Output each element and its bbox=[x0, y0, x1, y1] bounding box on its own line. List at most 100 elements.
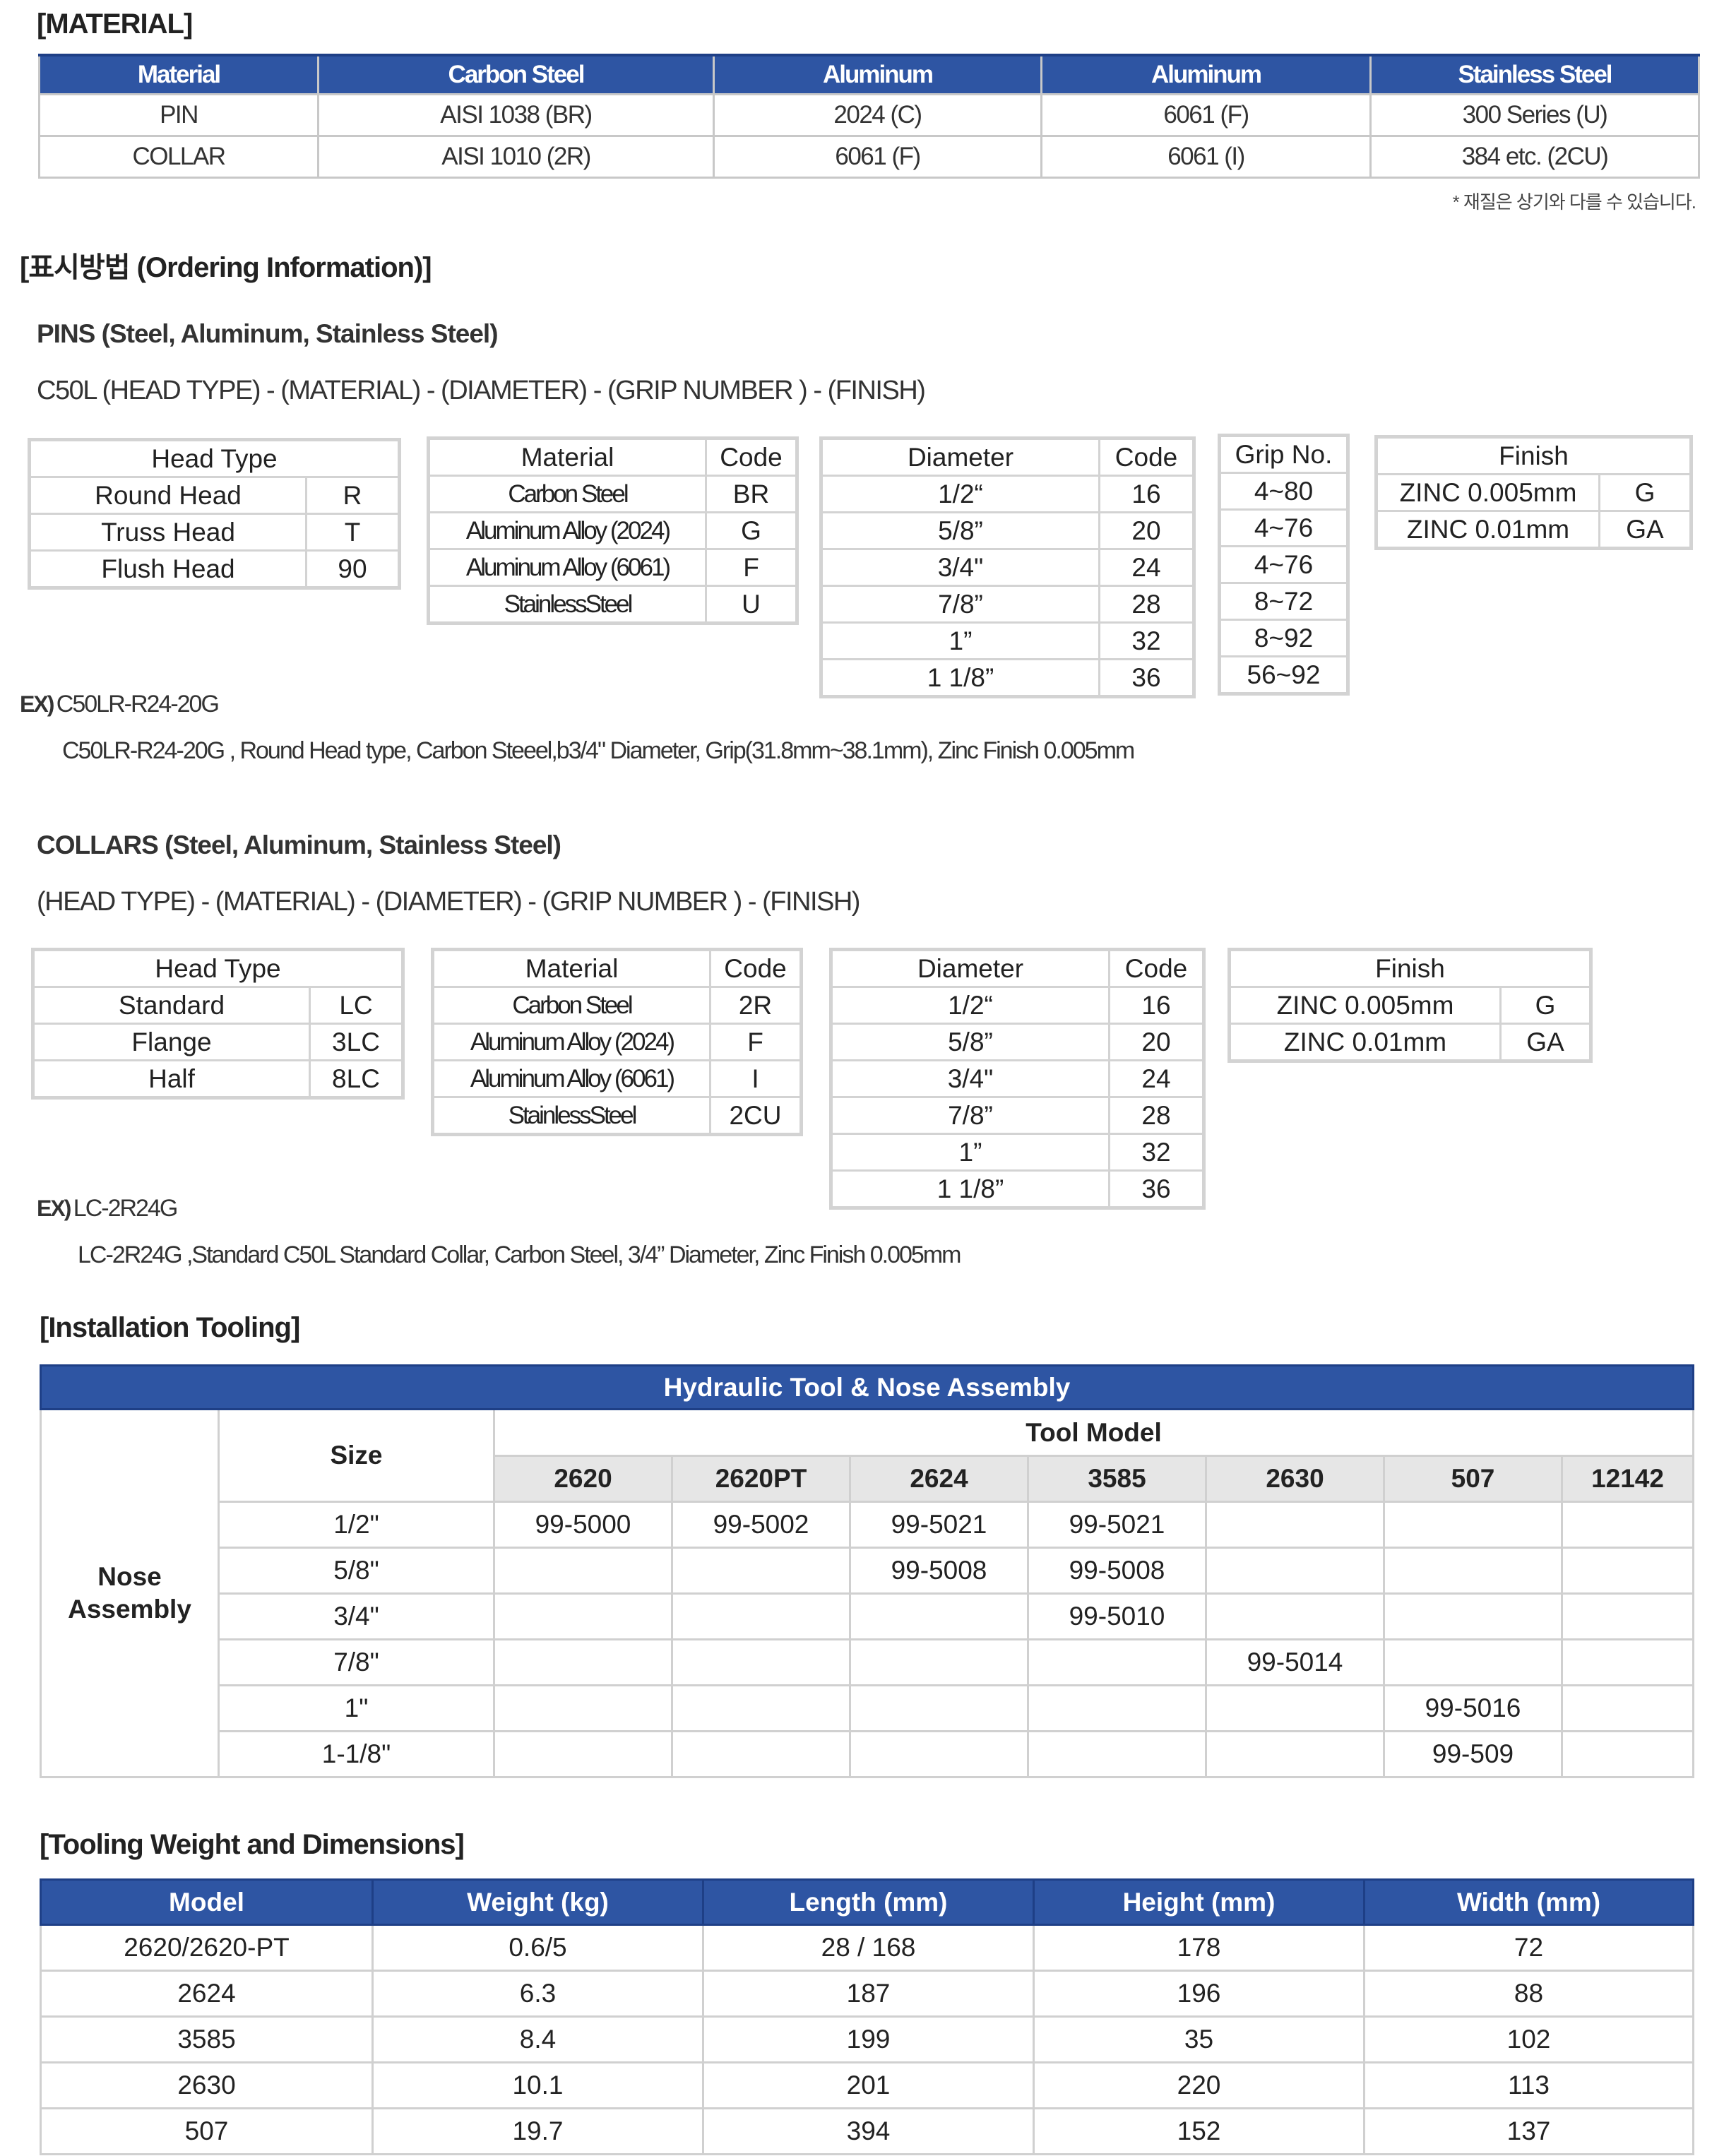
table-cell bbox=[1560, 1684, 1695, 1732]
table-cell: 99-5010 bbox=[1027, 1592, 1207, 1640]
header-cell: Model bbox=[40, 1878, 374, 1926]
table-cell: F bbox=[705, 548, 798, 587]
table-cell: 20 bbox=[1098, 511, 1195, 550]
table-cell: Aluminum Alloy (2024) bbox=[432, 1023, 711, 1061]
table-header: Head Type bbox=[28, 439, 400, 478]
table-cell bbox=[671, 1684, 851, 1732]
table-row: PIN AISI 1038 (BR) 2024 (C) 6061 (F) 300… bbox=[38, 93, 1700, 137]
table-cell bbox=[1205, 1547, 1385, 1595]
collars-example-code: LC-2R24G bbox=[73, 1195, 179, 1222]
tooling-weight-table: Model Weight (kg) Length (mm) Height (mm… bbox=[40, 1878, 1694, 2155]
table-row: 4~76 bbox=[1218, 545, 1349, 584]
table-row: 8~72 bbox=[1218, 582, 1349, 621]
table-cell bbox=[493, 1638, 673, 1686]
table-cell: 201 bbox=[702, 2061, 1035, 2109]
table-cell: 6.3 bbox=[371, 1970, 704, 2018]
material-table-header: Material Carbon Steel Aluminum Aluminum … bbox=[38, 54, 1700, 95]
header-cell: Weight (kg) bbox=[371, 1878, 704, 1926]
table-cell: 8LC bbox=[309, 1059, 404, 1099]
size-cell: 7/8" bbox=[218, 1638, 495, 1686]
table-row: 1 1/8”36 bbox=[820, 658, 1195, 698]
table-cell: 5/8” bbox=[830, 1023, 1110, 1061]
collars-title: COLLARS (Steel, Aluminum, Stainless Stee… bbox=[37, 830, 561, 859]
table-cell: 16 bbox=[1108, 986, 1205, 1025]
table-header: Diameter bbox=[820, 437, 1100, 477]
table-cell bbox=[1383, 1501, 1563, 1549]
table-cell: 394 bbox=[702, 2107, 1035, 2155]
weights-header-row: Model Weight (kg) Length (mm) Height (mm… bbox=[40, 1878, 1694, 1926]
table-cell: 2630 bbox=[40, 2061, 374, 2109]
table-row: Aluminum Alloy (6061)F bbox=[427, 548, 798, 587]
table-cell bbox=[1383, 1638, 1563, 1686]
table-row: 8~92 bbox=[1218, 619, 1349, 657]
table-cell: 7/8” bbox=[820, 585, 1100, 624]
table-cell: Half bbox=[32, 1059, 311, 1099]
table-cell: StainlessSteel bbox=[432, 1096, 711, 1136]
table-cell bbox=[1027, 1730, 1207, 1778]
table-cell: 152 bbox=[1033, 2107, 1365, 2155]
table-cell bbox=[671, 1638, 851, 1686]
table-row: 1/2" 99-5000 99-5002 99-5021 99-5021 bbox=[41, 1501, 1695, 1549]
table-cell bbox=[493, 1684, 673, 1732]
table-cell: ZINC 0.01mm bbox=[1228, 1023, 1502, 1062]
table-row: 1/2“16 bbox=[820, 475, 1195, 513]
table-cell: StainlessSteel bbox=[427, 585, 707, 624]
table-cell bbox=[1027, 1684, 1207, 1732]
table-cell: ZINC 0.005mm bbox=[1228, 986, 1502, 1025]
pins-code-format: C50L (HEAD TYPE) - (MATERIAL) - (DIAMETE… bbox=[37, 376, 926, 405]
table-cell: 1 1/8” bbox=[820, 658, 1100, 698]
table-cell: 90 bbox=[305, 549, 400, 589]
pins-title: PINS (Steel, Aluminum, Stainless Steel) bbox=[37, 319, 499, 348]
model-header-row: 2620 2620PT 2624 3585 2630 507 12142 bbox=[41, 1455, 1695, 1503]
table-cell: 99-5000 bbox=[493, 1501, 673, 1549]
table-row: 5/8" 99-5008 99-5008 bbox=[41, 1547, 1695, 1595]
table-row: 1-1/8" 99-509 bbox=[41, 1730, 1695, 1778]
table-cell: 88 bbox=[1363, 1970, 1694, 2018]
table-cell bbox=[671, 1730, 851, 1778]
table-row: 4~76 bbox=[1218, 508, 1349, 547]
size-cell: 1/2" bbox=[218, 1501, 495, 1549]
table-header: Material bbox=[432, 948, 711, 988]
table-cell: 3/4" bbox=[820, 548, 1100, 587]
table-header: Finish bbox=[1374, 436, 1693, 475]
table-cell: 7/8” bbox=[830, 1096, 1110, 1135]
table-row: Aluminum Alloy (6061)I bbox=[432, 1059, 802, 1098]
table-cell bbox=[849, 1638, 1029, 1686]
table-cell: 8~92 bbox=[1218, 619, 1349, 657]
installation-tooling-table: Hydraulic Tool & Nose Assembly Nose Asse… bbox=[39, 1364, 1695, 1778]
table-cell: 19.7 bbox=[371, 2107, 704, 2155]
header-cell: Carbon Steel bbox=[317, 54, 715, 95]
table-cell: 32 bbox=[1108, 1133, 1205, 1172]
table-row: 3585 8.4 199 35 102 bbox=[40, 2015, 1694, 2063]
header-cell: Height (mm) bbox=[1033, 1878, 1365, 1926]
table-row: 3/4"24 bbox=[820, 548, 1195, 587]
collars-example-label: EX) bbox=[37, 1196, 71, 1221]
table-cell: AISI 1038 (BR) bbox=[317, 93, 715, 137]
table-cell: 3/4" bbox=[830, 1059, 1110, 1098]
table-cell: 36 bbox=[1098, 658, 1195, 698]
table-cell: Carbon Steel bbox=[427, 475, 707, 513]
table-row: 7/8”28 bbox=[820, 585, 1195, 624]
model-header-cell: 3585 bbox=[1027, 1455, 1207, 1503]
table-row: COLLAR AISI 1010 (2R) 6061 (F) 6061 (I) … bbox=[38, 135, 1700, 179]
table-cell: ZINC 0.005mm bbox=[1375, 473, 1600, 512]
table-header: Code bbox=[1098, 437, 1195, 477]
size-header: Size bbox=[218, 1408, 495, 1503]
table-cell: GA bbox=[1499, 1023, 1593, 1062]
table-cell: 24 bbox=[1108, 1059, 1205, 1098]
table-cell: LC bbox=[309, 986, 404, 1025]
table-header: Code bbox=[705, 437, 798, 477]
header-cell: Length (mm) bbox=[702, 1878, 1035, 1926]
table-cell: 28 / 168 bbox=[702, 1924, 1035, 1972]
table-cell: 2624 bbox=[40, 1970, 374, 2018]
table-cell: 178 bbox=[1033, 1924, 1365, 1972]
